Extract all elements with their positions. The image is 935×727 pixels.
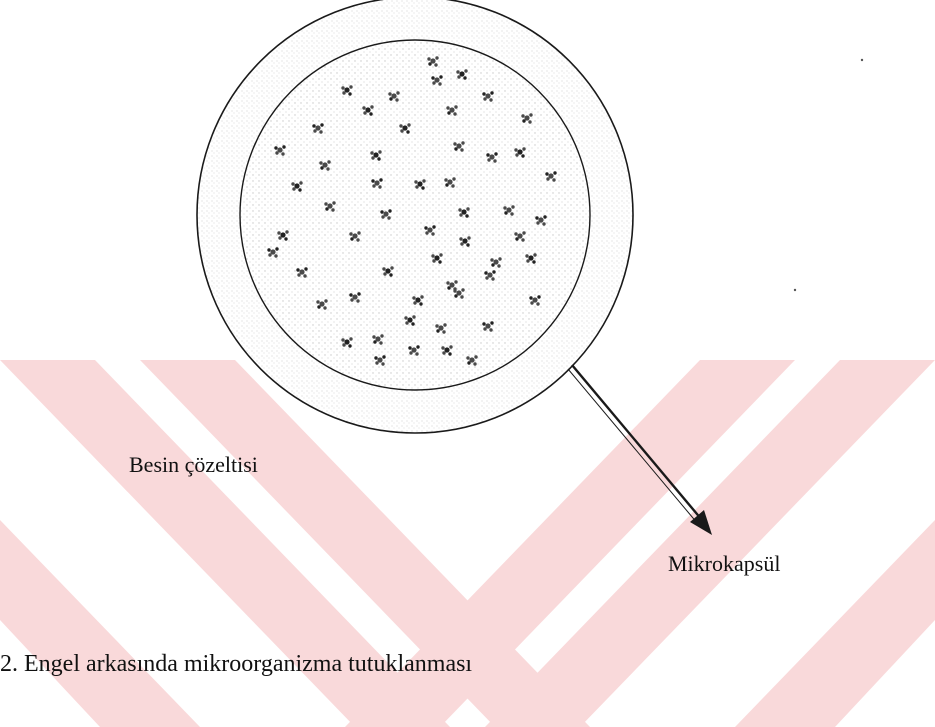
figure-caption: 2. Engel arkasında mikroorganizma tutukl… <box>0 651 472 678</box>
capsule-inner-core <box>240 40 590 390</box>
speck <box>861 59 863 61</box>
capsule-pointer-arrow <box>568 365 712 535</box>
microcapsule-label: Mikrokapsül <box>668 551 780 577</box>
speck <box>794 289 796 291</box>
nutrient-solution-label: Besin çözeltisi <box>129 452 258 478</box>
